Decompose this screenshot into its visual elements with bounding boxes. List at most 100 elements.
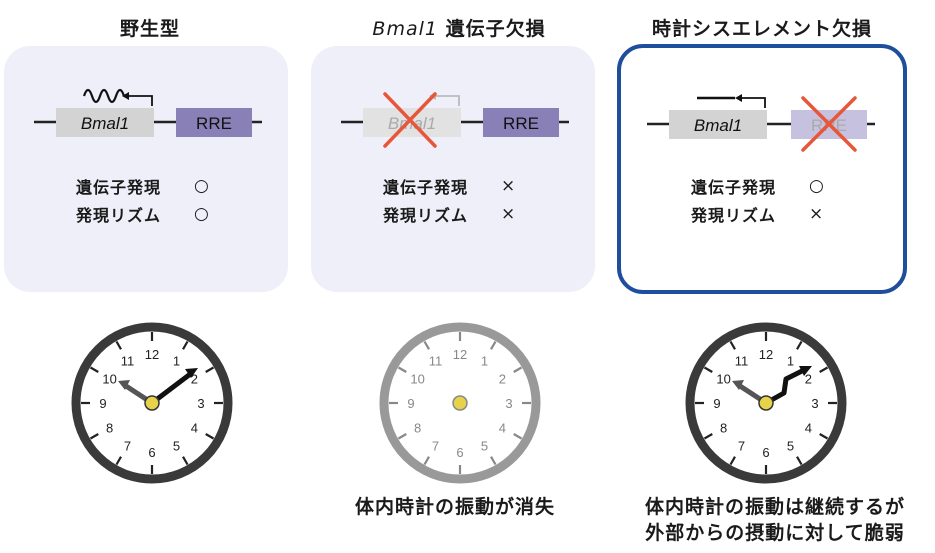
row-label: 遺伝子発現 <box>76 178 162 197</box>
clock-tick <box>729 456 736 466</box>
title-knockout-text: 遺伝子欠損 <box>437 18 546 40</box>
clock-tick <box>205 366 215 373</box>
clock-tick <box>423 456 430 466</box>
clock-number: 6 <box>456 445 463 460</box>
clock-number: 11 <box>429 354 443 369</box>
clock-tick <box>115 340 122 350</box>
clock-number: 1 <box>481 354 488 369</box>
promoter-arrow-icon <box>433 95 460 106</box>
clock-number: 3 <box>505 396 512 411</box>
row-label: 遺伝子発現 <box>691 178 777 197</box>
clock-number: 8 <box>106 421 113 436</box>
clock-tick <box>89 366 99 373</box>
gene-diagram-knockout: Bmal1 RRE <box>341 92 569 148</box>
status-mark: ○ <box>809 176 824 196</box>
promoter-arrow-icon <box>126 95 153 106</box>
clock-tick <box>490 340 497 350</box>
element-label: RRE <box>196 114 232 133</box>
minute-hand-tip <box>185 368 198 378</box>
row-rhythm: 発現リズム ○ <box>76 202 209 226</box>
clock-number: 5 <box>173 438 180 453</box>
clock-tick <box>115 456 122 466</box>
clock-number: 10 <box>716 372 730 387</box>
clock-number: 4 <box>191 421 198 436</box>
clock-number: 2 <box>805 372 812 387</box>
gene-label: Bmal1 <box>694 116 742 135</box>
element-label: RRE <box>503 114 539 133</box>
promoter-arrow-icon <box>739 97 766 108</box>
clock-number: 8 <box>414 421 421 436</box>
row-expression: 遺伝子発現 ○ <box>76 174 209 198</box>
clock-number: 7 <box>432 438 439 453</box>
rre-box <box>483 108 559 137</box>
clock-tick <box>182 340 189 350</box>
panel-bmal1-knockout: Bmal1 RRE 遺伝子発現 × 発現リズム × <box>311 46 595 292</box>
title-bmal1-knockout: Bmal1 遺伝子欠損 <box>309 14 609 41</box>
row-label: 発現リズム <box>691 206 777 225</box>
clock-tick <box>729 340 736 350</box>
clock-tick <box>796 456 803 466</box>
clock-tick <box>796 340 803 350</box>
clock-tick <box>513 433 523 440</box>
caption-knockout: 体内時計の振動が消失 <box>354 496 555 518</box>
clock-number: 9 <box>713 396 720 411</box>
clock-number: 8 <box>720 421 727 436</box>
clock-tick <box>89 433 99 440</box>
clock-number: 11 <box>735 354 749 369</box>
bmal1-gene-box <box>669 110 767 139</box>
clock-number: 12 <box>145 347 159 362</box>
clock-number: 7 <box>738 438 745 453</box>
clock-tick <box>397 433 407 440</box>
clock-tick <box>490 456 497 466</box>
row-rhythm: 発現リズム × <box>691 202 823 226</box>
caption-line-2: 外部からの摂動に対して脆弱 <box>645 522 905 544</box>
title-gene-name: Bmal1 <box>372 18 438 40</box>
caption-line-1: 体内時計の振動は継続するが <box>644 496 905 518</box>
clock-number: 5 <box>481 438 488 453</box>
minute-hand <box>763 368 805 406</box>
clock-number: 9 <box>99 396 106 411</box>
clock-tick <box>397 366 407 373</box>
clock-tick <box>819 433 829 440</box>
status-mark: ○ <box>194 204 209 224</box>
panel-cis-element-deletion: Bmal1 RRE 遺伝子発現 ○ 発現リズム × <box>617 44 907 294</box>
rre-box <box>176 108 252 137</box>
row-label: 遺伝子発現 <box>383 178 469 197</box>
clock-number: 10 <box>102 372 116 387</box>
status-mark: × <box>809 204 824 224</box>
minute-hand-tip <box>799 366 812 376</box>
clock-number: 12 <box>453 347 467 362</box>
clock-number: 10 <box>410 372 424 387</box>
clock-number: 2 <box>191 372 198 387</box>
clock-number: 3 <box>811 396 818 411</box>
clock-number: 9 <box>407 396 414 411</box>
status-mark: ○ <box>194 176 209 196</box>
title-wild-type: 野生型 <box>119 18 180 40</box>
clock-number: 1 <box>787 354 794 369</box>
row-label: 発現リズム <box>76 206 162 225</box>
clock-tick <box>205 433 215 440</box>
clock-center <box>144 395 160 411</box>
row-expression: 遺伝子発現 ○ <box>691 174 824 198</box>
clock-number: 4 <box>499 421 506 436</box>
oscillation-wave-icon <box>82 88 126 104</box>
bmal1-gene-box <box>56 108 154 137</box>
clock-center <box>758 395 774 411</box>
clock-tick <box>182 456 189 466</box>
clock-tick <box>819 366 829 373</box>
clock-center <box>452 395 468 411</box>
deletion-cross-icon <box>801 96 857 152</box>
clock-number: 5 <box>787 438 794 453</box>
clock-number: 3 <box>197 396 204 411</box>
clock-tick <box>513 366 523 373</box>
clock-number: 6 <box>148 445 155 460</box>
clock-number: 11 <box>121 354 135 369</box>
title-cis-element-deletion: 時計シスエレメント欠損 <box>651 18 872 40</box>
gene-label: Bmal1 <box>81 114 129 133</box>
clock-number: 7 <box>124 438 131 453</box>
gene-diagram-wild-type: Bmal1 RRE <box>34 88 262 137</box>
deletion-cross-icon <box>383 92 437 148</box>
